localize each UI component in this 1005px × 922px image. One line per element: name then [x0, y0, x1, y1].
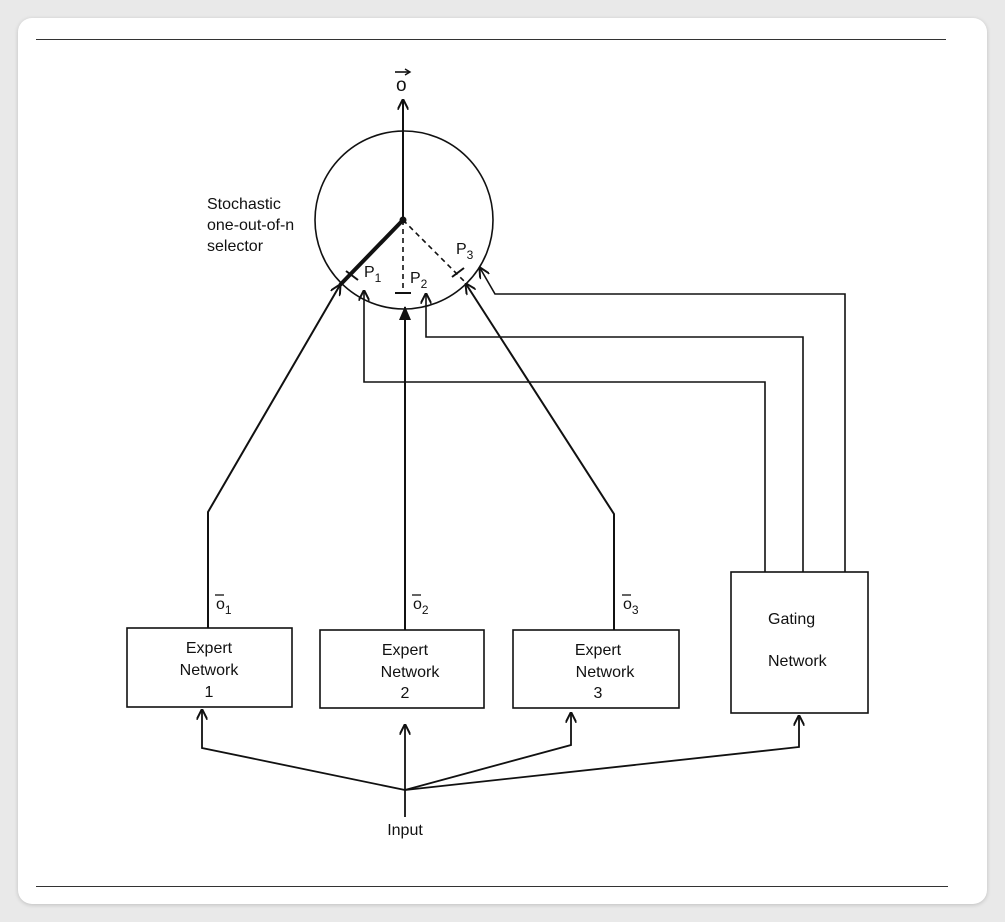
gating-network-line1: Gating — [768, 611, 815, 628]
expert-output-label-3: o3 — [623, 596, 639, 617]
expert-network-3-box — [512, 629, 680, 709]
expert-2-output-arrowhead — [399, 306, 411, 320]
expert-output-label-1: o1 — [216, 596, 232, 617]
input-to-expert-3 — [404, 713, 571, 791]
top-rule — [36, 39, 946, 40]
gating-line-3 — [480, 268, 846, 572]
expert-network-2-line3: 2 — [401, 685, 410, 702]
expert-1-output-line — [207, 285, 340, 628]
selector-label-line1: Stochastic — [207, 196, 281, 213]
probability-label-2: P2 — [410, 270, 428, 291]
expert-network-3-line3: 3 — [594, 685, 603, 702]
input-to-expert-1 — [202, 710, 406, 791]
figure-card — [18, 18, 987, 904]
expert-network-2-line2: Network — [381, 664, 441, 681]
selector-label-line2: one-out-of-n — [207, 217, 294, 234]
contact-tick-1 — [345, 270, 359, 281]
gating-line-2 — [426, 294, 804, 572]
bottom-rule — [36, 886, 948, 887]
selector-label-line3: selector — [207, 238, 264, 255]
expert-network-3-line1: Expert — [575, 642, 622, 659]
expert-network-1-line2: Network — [180, 662, 240, 679]
contact-tick-3 — [451, 267, 465, 278]
gating-network-box — [730, 571, 869, 714]
probability-label-1: P1 — [364, 264, 382, 285]
gating-network-line2: Network — [768, 653, 828, 670]
expert-network-1-box — [126, 627, 293, 708]
expert-output-label-2: o2 — [413, 596, 429, 617]
output-label: o — [396, 75, 407, 96]
input-label: Input — [387, 822, 423, 839]
expert-network-1-line3: 1 — [205, 684, 214, 701]
expert-network-3-line2: Network — [576, 664, 636, 681]
gating-line-1 — [364, 291, 766, 572]
expert-network-1-line1: Expert — [186, 640, 233, 657]
probability-label-3: P3 — [456, 241, 474, 262]
output-vector-arrowhead — [404, 68, 412, 76]
expert-network-2-box — [319, 629, 485, 709]
input-to-gating — [404, 716, 799, 791]
expert-network-2-line1: Expert — [382, 642, 429, 659]
expert-3-output-line — [466, 284, 615, 630]
